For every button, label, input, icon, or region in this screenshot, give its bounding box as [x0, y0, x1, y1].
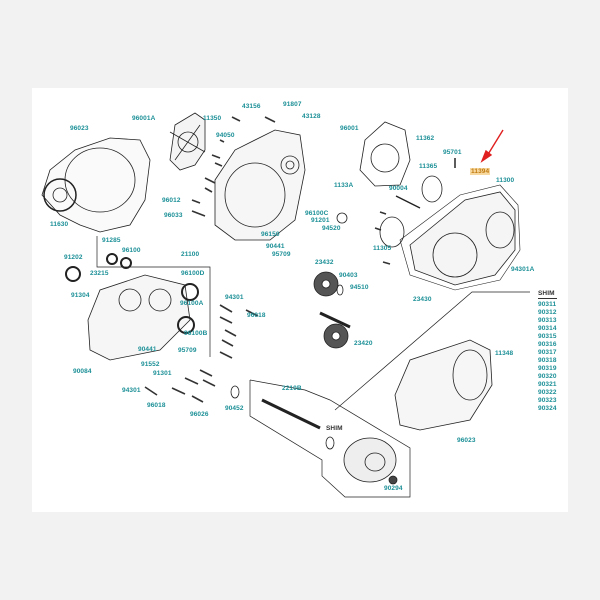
part-label[interactable]: 96150	[261, 231, 280, 238]
crankcase-right-part	[214, 129, 306, 241]
shim-label: SHIM	[326, 425, 343, 432]
fan-cover-part	[169, 112, 206, 171]
part-label[interactable]: 23432	[315, 259, 334, 266]
clutch-assembly-box	[249, 291, 530, 498]
part-label[interactable]: 96100A	[180, 300, 204, 307]
shim-part-number[interactable]: 90314	[538, 325, 557, 332]
transmission-cover-part	[394, 339, 493, 431]
part-label[interactable]: 91201	[311, 217, 330, 224]
part-label[interactable]: 11348	[495, 350, 514, 357]
shim-list-title: SHIM	[538, 290, 557, 299]
shim-part-number[interactable]: 90324	[538, 405, 557, 412]
part-label[interactable]: 11305	[373, 245, 392, 252]
part-label[interactable]: 91202	[64, 254, 83, 261]
part-label[interactable]: 91285	[102, 237, 121, 244]
part-label[interactable]: 90084	[73, 368, 92, 375]
shim-part-number[interactable]: 90320	[538, 373, 557, 380]
part-label[interactable]: 23215	[90, 270, 109, 277]
shim-part-number[interactable]: 90317	[538, 349, 557, 356]
highlighted-part-label[interactable]: 11394	[470, 168, 491, 175]
part-label[interactable]: 94050	[216, 132, 235, 139]
part-label[interactable]: 96001A	[132, 115, 156, 122]
shim-part-number[interactable]: 90322	[538, 389, 557, 396]
part-label[interactable]: 95709	[178, 347, 197, 354]
part-label[interactable]: 91552	[141, 361, 160, 368]
part-label[interactable]: 94301A	[511, 266, 535, 273]
part-label[interactable]: 96026	[190, 411, 209, 418]
part-label[interactable]: 2210B	[282, 385, 302, 392]
part-label[interactable]: 96001	[340, 125, 359, 132]
shim-part-number[interactable]: 90311	[538, 301, 557, 308]
washer-part	[230, 385, 240, 399]
shim-part-number[interactable]: 90315	[538, 333, 557, 340]
part-label[interactable]: 43156	[242, 103, 261, 110]
part-label[interactable]: 90452	[225, 405, 244, 412]
part-label[interactable]: 96100	[122, 247, 141, 254]
part-label[interactable]: 95709	[272, 251, 291, 258]
part-label[interactable]: 21100	[181, 251, 200, 258]
shim-part-number[interactable]: 90316	[538, 341, 557, 348]
left-cover-part	[41, 137, 151, 233]
part-label[interactable]: 96023	[457, 437, 476, 444]
shim-part-number[interactable]: 90319	[538, 365, 557, 372]
part-label[interactable]: 90294	[384, 485, 403, 492]
part-label[interactable]: 11630	[50, 221, 69, 228]
clutch-assembly-part	[261, 398, 398, 485]
shim-part-number[interactable]: 90313	[538, 317, 557, 324]
part-label[interactable]: 94520	[322, 225, 341, 232]
part-label[interactable]: 23430	[413, 296, 432, 303]
part-label[interactable]: 96033	[164, 212, 183, 219]
part-label[interactable]: 91304	[71, 292, 90, 299]
shim-part-number[interactable]: 90318	[538, 357, 557, 364]
part-label[interactable]: 91301	[153, 370, 172, 377]
part-label[interactable]: 96100C	[305, 210, 329, 217]
part-label[interactable]: 90004	[389, 185, 408, 192]
red-arrow-indicator	[480, 129, 504, 163]
part-label[interactable]: 90403	[339, 272, 358, 279]
part-label[interactable]: 96018	[247, 312, 266, 319]
part-label[interactable]: 11365	[419, 163, 438, 170]
part-label[interactable]: 96012	[162, 197, 181, 204]
part-label[interactable]: 90441	[266, 243, 285, 250]
clutch-cover-part	[399, 184, 521, 291]
part-label[interactable]: 1133A	[334, 182, 354, 189]
part-label[interactable]: 95701	[443, 149, 462, 156]
part-label[interactable]: 96100D	[181, 270, 205, 277]
part-label[interactable]: 90441	[138, 346, 157, 353]
part-label[interactable]: 23420	[354, 340, 373, 347]
part-label[interactable]: 96023	[70, 125, 89, 132]
part-label[interactable]: 94510	[350, 284, 369, 291]
shim-part-number[interactable]: 90312	[538, 309, 557, 316]
part-label[interactable]: 11350	[203, 115, 222, 122]
bolts	[144, 116, 456, 403]
gears-and-shafts	[313, 271, 351, 349]
part-label[interactable]: 96018	[147, 402, 166, 409]
part-label[interactable]: 43128	[302, 113, 321, 120]
part-label[interactable]: 11300	[496, 177, 515, 184]
part-label[interactable]: 11362	[416, 135, 435, 142]
part-label[interactable]: 91807	[283, 101, 302, 108]
part-label[interactable]: 94301	[225, 294, 244, 301]
plate-part	[359, 121, 411, 187]
o-rings	[336, 175, 443, 248]
crankcase-left-part	[65, 236, 211, 361]
shim-part-number[interactable]: 90323	[538, 397, 557, 404]
shim-part-number[interactable]: 90321	[538, 381, 557, 388]
part-label[interactable]: 96100B	[184, 330, 208, 337]
part-label[interactable]: 94301	[122, 387, 141, 394]
